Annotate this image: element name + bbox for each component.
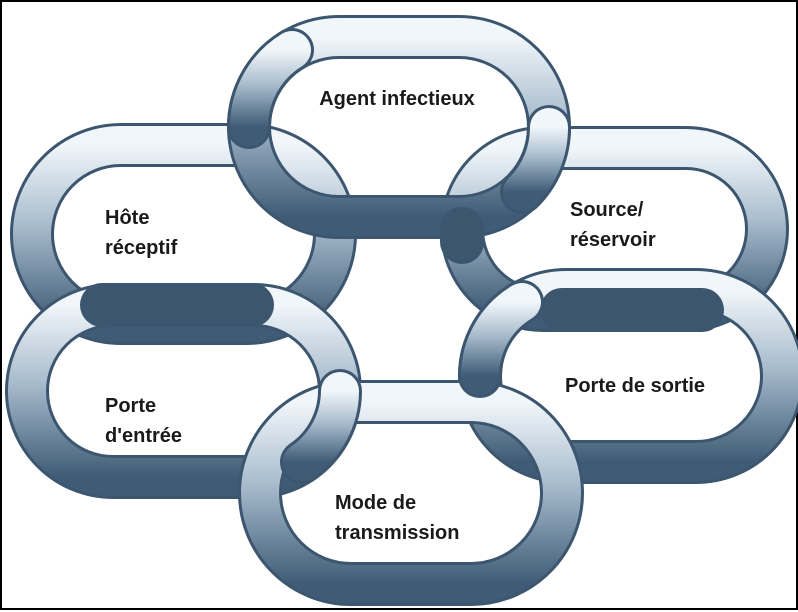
label-porte-d-entree: Porte d'entrée [105,395,182,447]
label-hote-receptif: Hôte réceptif [105,207,178,259]
label-agent-infectieux: Agent infectieux [319,88,475,110]
label-porte-de-sortie: Porte de sortie [565,375,705,397]
interlock-sortie-mode [457,280,544,398]
label-mode-de-transmission: Mode de transmission [335,492,459,544]
interlock-agent-source [440,105,571,264]
interlock-entree-mode [280,369,362,484]
label-source-reservoir: Source/ réservoir [570,199,656,251]
interlock-agent-hote [226,28,314,149]
